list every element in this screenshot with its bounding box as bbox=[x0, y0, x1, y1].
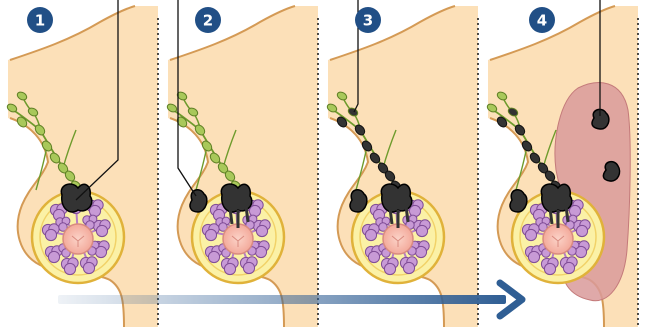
step-badge-2: 2 bbox=[195, 7, 221, 33]
stage-panel-3: 3 bbox=[326, 0, 478, 327]
distant-metastasis bbox=[603, 162, 619, 181]
step-number: 1 bbox=[35, 12, 45, 30]
step-badge-4: 4 bbox=[529, 7, 555, 33]
step-number: 3 bbox=[363, 12, 373, 30]
nipple-areola bbox=[383, 224, 413, 254]
node-metastasis bbox=[190, 190, 207, 212]
stage-panel-2: 2 bbox=[166, 0, 318, 327]
step-number: 4 bbox=[537, 12, 547, 30]
step-badge-1: 1 bbox=[27, 7, 53, 33]
stage-panel-1: 1 bbox=[6, 0, 158, 327]
nipple-areola bbox=[543, 224, 573, 254]
step-badge-3: 3 bbox=[355, 7, 381, 33]
stage-panel-4: 4 bbox=[486, 0, 638, 327]
node-metastasis bbox=[350, 190, 367, 212]
node-metastasis bbox=[510, 190, 527, 212]
primary-tumor bbox=[61, 184, 92, 212]
nipple-areola bbox=[63, 224, 93, 254]
step-number: 2 bbox=[203, 12, 213, 30]
nipple-areola bbox=[223, 224, 253, 254]
